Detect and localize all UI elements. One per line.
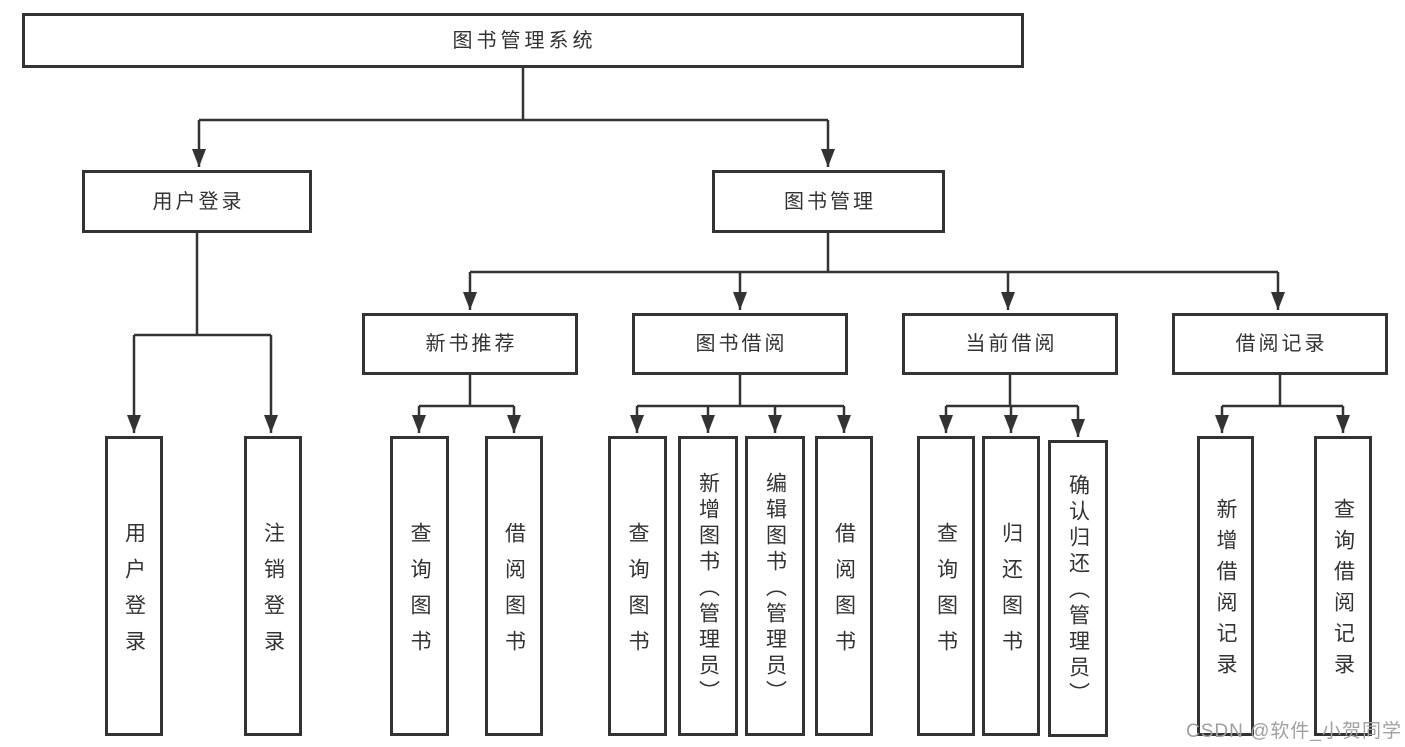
node-label: 用户登录 [122,521,146,666]
node-label: 查询借阅记录 [1331,498,1355,684]
node-label: 当前借阅 [965,333,1058,355]
node-user-login: 用户登录 [82,170,312,233]
node-leaf-logout: 注销登录 [244,436,302,736]
node-book-borrowing: 图书借阅 [632,313,848,375]
node-leaf-return-book: 归还图书 [982,436,1040,736]
node-label: 图书管理系统 [452,29,597,52]
node-label: 新增借阅记录 [1214,498,1237,684]
node-label: 归还图书 [999,521,1023,666]
node-leaf-query-book-borrowing: 查询图书 [608,436,667,736]
node-leaf-add-book-admin: 新增图书（管理员） [678,436,738,736]
node-leaf-edit-book-admin: 编辑图书（管理员） [745,436,805,736]
node-label: 查询图书 [408,521,431,666]
node-label: 新增图书（管理员） [696,471,720,706]
node-library-system: 图书管理系统 [22,13,1024,68]
watermark-text: CSDN @软件_小贺同学 [1186,721,1402,742]
node-label: 查询图书 [934,521,958,666]
node-label: 查询图书 [626,521,649,666]
node-new-book-recommend: 新书推荐 [362,313,578,375]
node-label: 图书借阅 [695,333,788,355]
node-label: 用户登录 [152,190,245,213]
node-label: 图书管理 [784,190,876,213]
node-book-management: 图书管理 [712,170,945,233]
node-label: 编辑图书（管理员） [763,471,787,706]
node-leaf-query-book-current: 查询图书 [917,436,975,736]
node-label: 借阅图书 [502,521,526,666]
node-label: 确认归还（管理员） [1066,474,1090,708]
node-borrowing-records: 借阅记录 [1172,313,1388,375]
node-label: 注销登录 [261,521,285,666]
node-leaf-add-borrow-record: 新增借阅记录 [1197,436,1254,736]
node-label: 新书推荐 [425,333,518,355]
node-leaf-user-login: 用户登录 [105,436,163,736]
node-leaf-confirm-return-admin: 确认归还（管理员） [1048,440,1108,737]
node-label: 借阅记录 [1235,333,1328,355]
node-current-borrowing: 当前借阅 [902,313,1118,375]
node-leaf-borrow-book-recommend: 借阅图书 [485,436,543,736]
node-leaf-query-book-recommend: 查询图书 [390,436,449,736]
node-leaf-query-borrow-record: 查询借阅记录 [1314,436,1372,736]
node-leaf-borrow-book-borrowing: 借阅图书 [815,436,873,736]
node-label: 借阅图书 [832,521,856,666]
